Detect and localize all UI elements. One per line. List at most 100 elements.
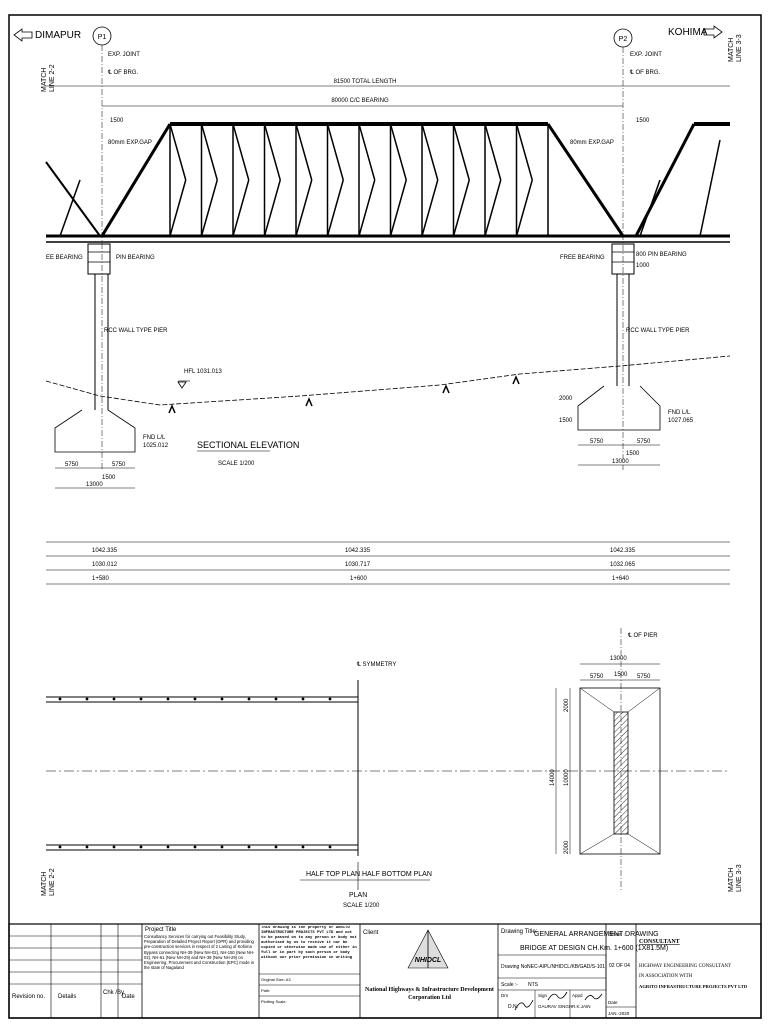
truss-diagonal [200,179,218,237]
truss-diagonal [515,123,533,181]
truss-diagonal [484,123,502,181]
client-name-box: National Highways & Infrastructure Devel… [365,987,494,1001]
cross-girder-dot [166,697,170,701]
plan-scale: SCALE 1/200 [343,903,380,909]
plan-dim-5750-right: 5750 [637,674,651,680]
level-cell: 1030.717 [345,562,371,568]
sheet-border [8,14,762,1019]
dim-800: 800 [636,252,647,258]
plan-dim-14000: 14000 [550,769,556,786]
total-length-dim: 81500 TOTAL LENGTH [334,79,397,85]
project-title-box: Consultancy Services for carrying out Fe… [144,934,255,971]
dim-5750-d: 5750 [637,439,651,445]
exp-gap-right: 80mm EXP.GAP [570,140,614,146]
truss-diagonal [200,123,218,181]
nhidcl-logo: NHIDCL [407,929,449,969]
dim-5750-a: 5750 [65,462,79,468]
copyright-text: This drawing is the property of AGRITO I… [261,926,357,960]
section-scale: SCALE 1/200 [218,461,255,467]
cross-girder-dot [247,845,251,849]
drawing-no-value: NEC-AIPL/NHIDCL/KB/GAD/S-101 [527,964,605,970]
truss-elevation [45,122,730,243]
cross-girder-dot [193,845,197,849]
free-bearing-right: FREE BEARING [560,255,605,261]
exp-joint-left: EXP. JOINT [108,52,140,58]
drawing-no-label: Drawing No: [501,964,529,970]
scale-label: Scale :- [501,982,518,988]
pin-bearing-left: PIN BEARING [116,255,155,261]
cross-girder-dot [274,845,278,849]
fnd-right-label: FND L/L [668,410,691,416]
truss-diagonal [232,123,250,181]
dim-1500-left: 1500 [110,118,124,124]
truss-diagonal [421,179,439,237]
details-header: Details [58,994,76,1000]
cross-girder-dot [112,697,116,701]
symmetry-label: ℄ SYMMETRY [356,662,396,668]
sign-signature-icon [547,991,568,1001]
cross-girder-points [58,697,332,849]
pier-wall-plan [613,711,629,835]
cross-girder-dot [85,697,89,701]
sheet-label: Sheet : [609,932,625,938]
level-cell: 1042.335 [92,548,118,554]
chainage-cell: 1+600 [350,576,368,582]
consultant-line-1: HIGHWAY ENGINEERING CONSULTANT [639,964,731,969]
rcc-pier-left: RCC WALL TYPE PIER [104,328,168,334]
hfl-marker-icon [177,381,187,389]
title-block: Revision no. Details Chk /By Date Projec… [8,923,762,1019]
truss-diagonal [326,123,344,181]
dim-1500-fnd: 1500 [559,418,573,424]
project-title-text: Consultancy Services for carrying out Fe… [144,934,255,971]
half-bottom-plan: HALF BOTTOM PLAN [362,871,432,878]
drn-signature-icon [514,999,534,1011]
client-label: Client [363,930,379,936]
bearing-p1 [87,243,111,275]
level-cell: 1032.065 [610,562,636,568]
direction-right: KOHIMA [668,25,723,39]
direction-kohima: KOHIMA [668,27,708,38]
cross-girder-dot [247,697,251,701]
arrow-right-icon [703,25,723,39]
truss-diagonal [295,179,313,237]
dim-13000-b: 13000 [612,459,629,465]
plan-dim-2000-top: 2000 [564,698,570,712]
dim-5750-c: 5750 [590,439,604,445]
rcc-pier-right: RCC WALL TYPE PIER [626,328,690,334]
truss-diagonal [639,179,661,237]
plotting-scale: Plotting Scale: [261,999,287,1004]
cross-girder-dot [328,697,332,701]
fnd-left-label: FND L/L [143,435,166,441]
drn-value: D.N. [508,1004,518,1010]
drawing-title-label: Drawing Title: [501,929,538,935]
truss-diagonal [389,179,407,237]
truss-web-members [59,123,721,237]
truss-diagonal [452,123,470,181]
foundation-p2 [577,385,661,431]
free-bearing-left: EE BEARING [46,255,83,261]
drawing-title-1: GENERAL ARRANGEMENT DRAWING [534,931,659,938]
pier-taper-line [579,687,615,713]
bore-hole-markers [168,375,520,414]
dim-13000-a: 13000 [86,482,103,488]
ground-profile-line [45,355,731,406]
cl-brg-right: ℄ OF BRG. [629,70,661,76]
cross-girder-dot [58,697,62,701]
path-label: Path: [261,988,270,993]
pin-bearing-right: PIN BEARING [648,252,687,258]
truss-diagonal [515,179,533,237]
match-line-right-top: MATCH [728,38,735,62]
dim-1500-b: 1500 [626,451,640,457]
chainage-cell: 1+640 [612,576,630,582]
level-cell: 1030.012 [92,562,118,568]
copyright-box: This drawing is the property of AGRITO I… [261,926,357,960]
plan-dim-13000: 13000 [610,656,627,662]
cc-bearing-dim: 80000 C/C BEARING [331,98,389,104]
cross-girder-dot [139,845,143,849]
pier-footing-plan [579,687,661,855]
truss-end-post-right [546,123,625,237]
dim-1500-right: 1500 [636,118,650,124]
pier-taper-line [627,833,661,855]
truss-diagonal [358,179,376,237]
